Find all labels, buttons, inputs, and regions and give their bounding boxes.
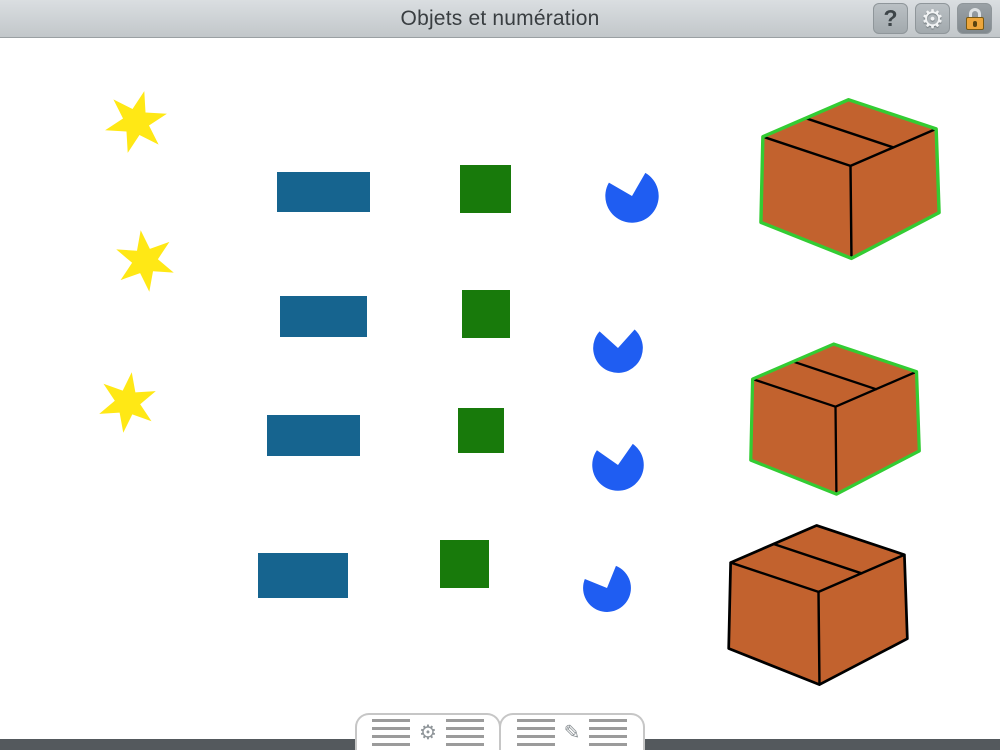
lock-button[interactable] (957, 3, 992, 34)
lock-keyhole (972, 20, 977, 27)
box-shape[interactable] (748, 88, 953, 273)
rectangle-shape[interactable] (258, 553, 348, 598)
tab-exercise-edit[interactable]: ✎ (499, 713, 645, 750)
help-icon: ? (883, 5, 898, 31)
pacman-shape[interactable] (586, 316, 650, 380)
pacman-shape[interactable] (588, 435, 649, 496)
tab-exercise-settings[interactable]: ⚙ (355, 713, 501, 750)
header-buttons: ? ⚙ (873, 3, 992, 34)
pacman-shape[interactable] (578, 559, 637, 618)
box-shape[interactable] (733, 333, 938, 508)
lock-icon (965, 7, 984, 30)
pencil-icon: ✎ (563, 721, 581, 744)
rectangle-shape[interactable] (267, 415, 360, 456)
gear-icon: ⚙ (920, 3, 945, 34)
bottom-tabs: ⚙ ✎ (355, 713, 645, 750)
lock-shackle (968, 7, 981, 18)
star-shape[interactable] (93, 368, 162, 437)
rectangle-shape[interactable] (280, 296, 367, 337)
pacman-shape[interactable] (603, 167, 661, 225)
title-bar: Objets et numération ? ⚙ (0, 0, 1000, 38)
page-title: Objets et numération (400, 6, 600, 30)
star-shape[interactable] (97, 83, 175, 161)
star-shape[interactable] (110, 226, 180, 296)
rectangle-shape[interactable] (277, 172, 370, 212)
settings-button[interactable]: ⚙ (915, 3, 950, 34)
box-shape[interactable] (716, 513, 921, 700)
text-lines-icon (372, 719, 411, 746)
square-shape[interactable] (440, 540, 489, 588)
text-lines-icon (516, 719, 555, 746)
text-lines-icon (445, 719, 484, 746)
square-shape[interactable] (458, 408, 504, 453)
square-shape[interactable] (462, 290, 510, 338)
help-button[interactable]: ? (873, 3, 908, 34)
text-lines-icon (589, 719, 628, 746)
gear-icon: ⚙ (419, 721, 437, 744)
square-shape[interactable] (460, 165, 511, 213)
